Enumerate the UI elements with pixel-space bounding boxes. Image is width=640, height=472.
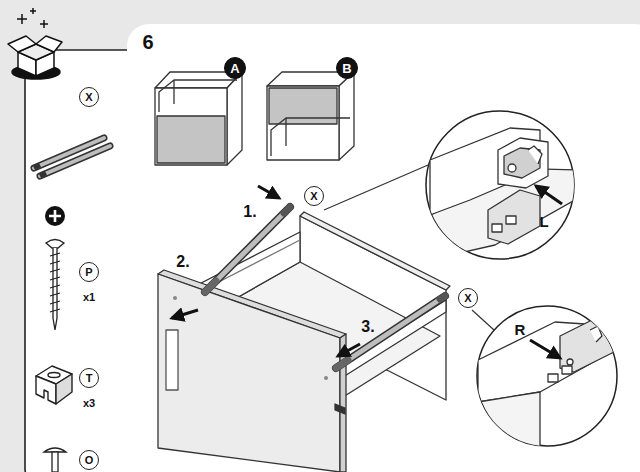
step-panel [127,24,640,472]
part-letter: P [79,262,99,282]
side-letter-holder: L [539,213,548,231]
small-screw-icon [44,448,66,472]
circle-letter: O [85,455,94,466]
bracket-icon [36,366,72,404]
cabinet-a [155,72,242,165]
step-number: 6 [142,31,153,53]
parts-box-icon [8,8,62,79]
circle-letter: B [342,62,351,75]
quantity: x1 [83,291,95,303]
part-letter: O [79,450,99,470]
side-letter: R [515,321,526,338]
callout-number: 2. [176,253,189,270]
plus-icon [45,206,65,226]
rod-2 [336,296,445,368]
screw-icon [46,240,64,331]
callout-number: 1. [243,203,256,220]
option-badge: B [336,57,358,79]
detail-left-fitting [420,111,575,262]
detail-right-fitting [477,306,617,450]
step-number-holder: 6 [142,32,153,53]
quantity-holder: x3 [83,393,95,411]
quantity: x3 [83,397,95,409]
drawer [158,212,450,472]
callout-number: 3. [361,318,374,335]
circle-letter: A [230,62,239,75]
callout-number-holder: 3. [361,318,374,336]
part-letter: X [304,186,324,206]
circle-letter: T [86,373,93,384]
option-badge: A [224,57,246,79]
rod-pair-icon [34,138,110,176]
circle-letter: X [85,92,92,103]
part-letter: X [79,87,99,107]
side-letter: L [539,213,548,230]
circle-letter: X [464,293,471,304]
part-letter: T [79,368,99,388]
circle-letter: X [310,191,317,202]
quantity-holder: x1 [83,287,95,305]
side-letter-holder: R [515,321,526,339]
callout-number-holder: 1. [243,203,256,221]
callout-number-holder: 2. [176,253,189,271]
circle-letter: P [85,267,92,278]
cabinet-b [267,72,354,160]
step-arrows [172,186,360,356]
part-letter: X [458,288,478,308]
